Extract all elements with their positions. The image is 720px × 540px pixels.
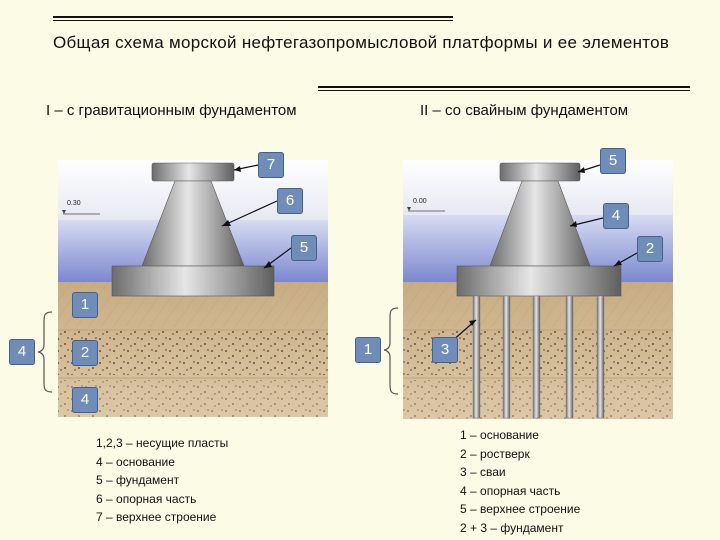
legend-item: 5 – верхнее строение: [460, 502, 581, 516]
callout-foundation: 5: [291, 235, 317, 261]
legend-item: 5 – фундамент: [96, 473, 180, 487]
callout-piles: 3: [432, 337, 458, 363]
legend-item: 4 – основание: [96, 454, 175, 469]
left-heading: I – с гравитационным фундаментом: [46, 102, 297, 119]
load-bearing-layer: [58, 330, 328, 375]
pile: [502, 295, 511, 419]
legend-item: 7 – верхнее строение: [96, 510, 217, 524]
left-legend: 1,2,3 – несущие пласты 4 – основание 5 –…: [96, 434, 228, 527]
gravity-foundation: [111, 265, 275, 297]
pile-cap: [456, 265, 622, 297]
water-level-mark: 0.30: [67, 200, 81, 207]
title-rule-bottom: [318, 86, 690, 88]
legend-item: 2 + 3 – фундамент: [460, 520, 564, 535]
callout-topside-right: 5: [600, 148, 626, 174]
title-rule-bottom-thin: [318, 90, 690, 91]
right-legend: 1 – основание 2 – ростверк 3 – сваи 4 – …: [460, 426, 580, 537]
callout-support: 6: [277, 188, 303, 214]
callout-support-right: 4: [603, 203, 629, 229]
callout-layer-2: 2: [72, 340, 98, 366]
page-title: Общая схема морской нефтегазопромысловой…: [53, 33, 670, 52]
layers-brace-right: [383, 307, 399, 395]
topside-structure-right: [499, 162, 581, 182]
layers-brace: [37, 311, 53, 393]
legend-item: 3 – сваи: [460, 465, 506, 479]
topside-structure: [151, 162, 235, 182]
water-level-mark-right: 0.00: [413, 198, 427, 205]
pile: [532, 295, 541, 419]
title-rule-top-thin: [53, 20, 453, 21]
callout-topside: 7: [258, 152, 284, 178]
title-rule-top: [53, 16, 453, 18]
right-heading: II – со свайным фундаментом: [420, 102, 629, 119]
callout-pile-cap: 2: [637, 236, 663, 262]
callout-layer-3: 4: [72, 387, 98, 413]
legend-item: 1,2,3 – несущие пласты: [96, 436, 229, 450]
legend-item: 6 – опорная часть: [96, 491, 197, 506]
pile: [472, 295, 481, 419]
callout-layer-1: 1: [72, 292, 98, 318]
pile: [565, 295, 574, 419]
callout-base-group-right: 1: [355, 337, 381, 363]
legend-item: 2 – ростверк: [460, 446, 530, 461]
legend-item: 4 – опорная часть: [460, 483, 561, 498]
pile: [596, 295, 605, 419]
callout-base-group: 4: [9, 339, 35, 365]
legend-item: 1 – основание: [460, 428, 539, 442]
